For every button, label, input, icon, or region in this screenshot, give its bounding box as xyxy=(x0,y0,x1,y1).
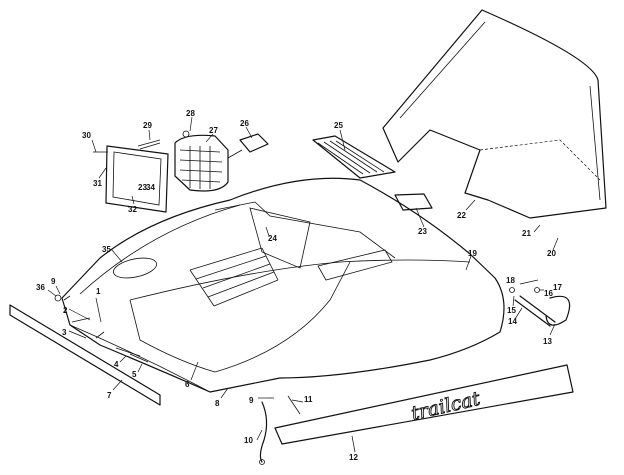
part-label-12: 12 xyxy=(349,453,358,462)
part-label-5: 5 xyxy=(132,370,137,379)
part-label-17: 17 xyxy=(553,283,562,292)
part-label-18: 18 xyxy=(506,276,515,285)
part-label-28: 28 xyxy=(186,109,195,118)
part-label-23a: 23 xyxy=(418,227,427,236)
part-label-8: 8 xyxy=(215,399,220,408)
part-label-9b: 9 xyxy=(249,396,254,405)
decal-plate xyxy=(394,193,433,211)
part-label-34: 34 xyxy=(146,183,155,192)
part-label-27: 27 xyxy=(209,126,218,135)
part-label-22: 22 xyxy=(457,211,466,220)
part-label-1: 1 xyxy=(96,287,101,296)
part-label-9a: 9 xyxy=(51,277,56,286)
part-label-24: 24 xyxy=(268,234,277,243)
vent-grille xyxy=(312,135,396,179)
hinge-hardware xyxy=(509,287,571,327)
headlight-assembly xyxy=(93,130,269,213)
leader-lines xyxy=(47,116,559,453)
part-label-36: 36 xyxy=(36,283,45,292)
part-label-2: 2 xyxy=(63,306,68,315)
part-label-31: 31 xyxy=(93,179,102,188)
part-label-13: 13 xyxy=(543,337,552,346)
part-labels: 1 2 3 4 5 6 7 8 9 9 10 11 12 13 14 15 16… xyxy=(36,109,562,462)
part-label-35: 35 xyxy=(102,245,111,254)
part-label-32: 32 xyxy=(128,205,137,214)
part-label-7: 7 xyxy=(107,391,112,400)
part-label-10: 10 xyxy=(244,436,253,445)
cable xyxy=(259,401,268,463)
part-label-16: 16 xyxy=(544,289,553,298)
part-label-20: 20 xyxy=(547,249,556,258)
part-label-19: 19 xyxy=(468,249,477,258)
part-label-11: 11 xyxy=(304,395,313,404)
part-label-30: 30 xyxy=(82,131,91,140)
part-label-25: 25 xyxy=(334,121,343,130)
part-label-4: 4 xyxy=(114,360,119,369)
brand-decal: trailcat xyxy=(409,388,482,425)
part-label-29: 29 xyxy=(143,121,152,130)
part-label-6: 6 xyxy=(185,380,190,389)
windshield xyxy=(382,9,607,219)
part-label-3: 3 xyxy=(62,328,67,337)
part-label-15: 15 xyxy=(507,306,516,315)
left-hardware xyxy=(54,294,149,363)
part-label-26: 26 xyxy=(240,119,249,128)
part-label-23b: 23 xyxy=(138,183,147,192)
hood-body xyxy=(61,177,505,393)
part-label-21: 21 xyxy=(522,229,531,238)
part-label-14: 14 xyxy=(508,317,517,326)
front-trim-strip xyxy=(9,304,161,406)
